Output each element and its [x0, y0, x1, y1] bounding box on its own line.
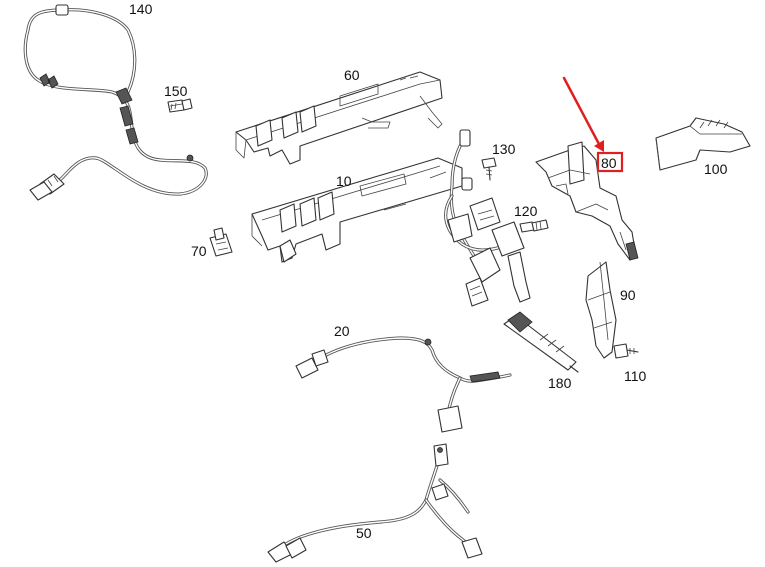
label-20: 20: [334, 323, 350, 339]
label-140: 140: [129, 1, 153, 17]
part-50-cable[interactable]: [267, 443, 483, 563]
label-130: 130: [492, 141, 516, 157]
label-110: 110: [624, 368, 647, 384]
label-150: 150: [164, 83, 188, 99]
part-140-sensor-cable[interactable]: [23, 4, 208, 201]
label-80[interactable]: 80: [601, 155, 617, 171]
part-110-bolt[interactable]: [613, 343, 639, 359]
part-100-cover[interactable]: [655, 117, 751, 171]
label-60: 60: [344, 67, 360, 83]
label-100: 100: [704, 161, 728, 177]
central-harness: [444, 129, 531, 307]
part-20-cable[interactable]: [295, 336, 512, 433]
label-120: 120: [514, 203, 538, 219]
part-10-lower-rail[interactable]: [251, 157, 463, 263]
part-130-screw[interactable]: [481, 157, 497, 181]
label-180: 180: [548, 375, 572, 391]
part-70-clip[interactable]: [209, 227, 233, 257]
highlight-box: [596, 151, 624, 173]
label-10: 10: [336, 173, 352, 189]
label-70: 70: [191, 243, 207, 259]
part-80-bracket[interactable]: [535, 141, 639, 261]
label-50: 50: [356, 525, 372, 541]
part-90-bracket[interactable]: [585, 261, 617, 359]
part-60-upper-rail[interactable]: [235, 71, 443, 165]
part-180-sensor[interactable]: [503, 311, 579, 373]
part-120-bolt[interactable]: [519, 219, 549, 233]
highlight-arrow: [562, 76, 604, 152]
label-90: 90: [620, 287, 636, 303]
part-150-bolt[interactable]: [167, 98, 193, 113]
